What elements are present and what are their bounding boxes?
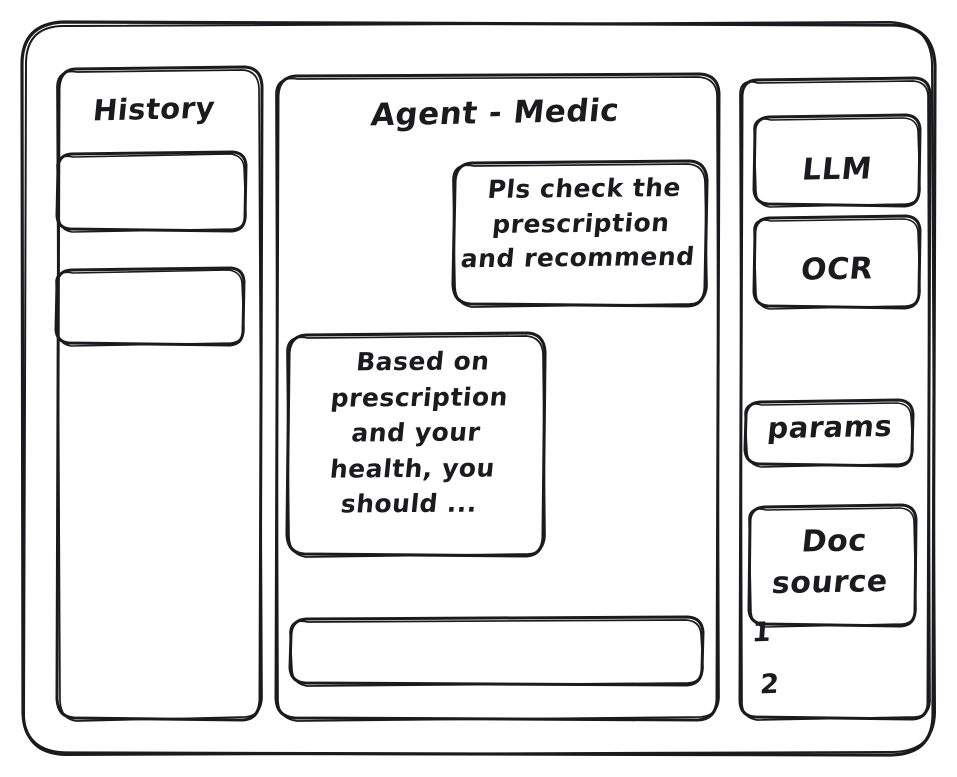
composer-outline: [288, 615, 705, 687]
tool-ocr-button[interactable]: [754, 216, 921, 309]
tool-llm-outline: [752, 113, 922, 208]
assistant-message-text: Based on prescription and your health, y…: [328, 346, 510, 519]
agent-panel-outline: [274, 72, 721, 722]
tool-doc-source-outline: [747, 503, 918, 628]
window-frame: [20, 20, 937, 757]
user-bubble-outline: [451, 159, 709, 308]
doc-source-item-2[interactable]: 2: [758, 668, 781, 701]
tool-params-button[interactable]: [745, 400, 914, 467]
tool-doc-source-button[interactable]: [749, 505, 917, 627]
user-message-text: Pls check the prescription and recommend: [459, 172, 697, 274]
history-item-2-outline: [54, 266, 246, 347]
history-item-2[interactable]: [56, 268, 245, 346]
tools-panel-outline: [738, 76, 932, 721]
composer-input[interactable]: [290, 617, 704, 686]
history-panel-title: History: [91, 90, 217, 128]
assistant-bubble-outline: [285, 331, 547, 558]
tool-llm-button[interactable]: [754, 115, 921, 207]
history-panel-outline: [55, 65, 264, 722]
tool-ocr-outline: [752, 214, 922, 310]
history-item-1[interactable]: [57, 152, 247, 232]
history-item-1-outline: [55, 150, 248, 233]
tool-params-outline: [743, 398, 915, 468]
agent-panel-title: Agent - Medic: [369, 92, 621, 134]
